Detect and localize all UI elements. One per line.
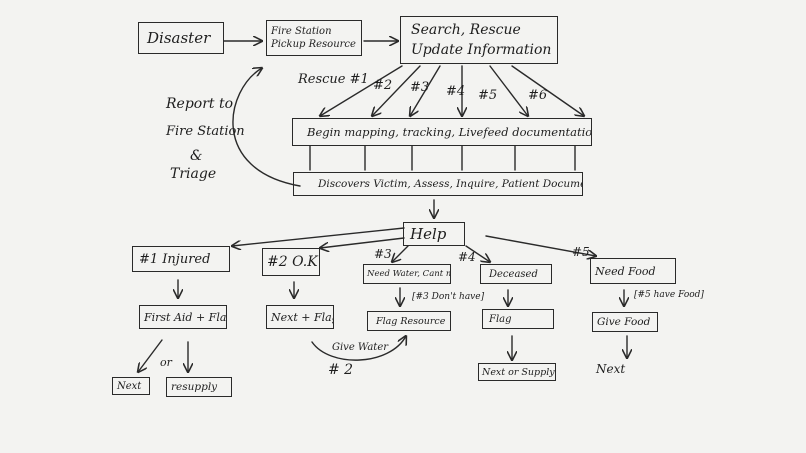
arrow-help-water (392, 245, 409, 262)
search-rescue-box: Search, Rescue Update Information (400, 16, 558, 64)
next-final-label: Next (596, 362, 626, 376)
arrow-rescue-3 (410, 65, 441, 116)
help-box: Help (403, 222, 465, 246)
injured-text: #1 Injured (139, 251, 211, 267)
need-water-text: Need Water, Cant move (367, 269, 450, 279)
mapping-box: Begin mapping, tracking, Livefeed docume… (292, 118, 592, 146)
resupply-box: resupply (166, 377, 232, 397)
rescue-4-label: #4 (446, 84, 466, 99)
fire-station-line2: Pickup Resource (271, 39, 356, 50)
search-line2: Update Information (411, 42, 552, 58)
flag-resource-box: Flag Resource (367, 311, 451, 331)
dont-have-label: [#3 Don't have] (412, 292, 485, 302)
num-2-label: # 2 (328, 362, 354, 378)
rescue-2-label: #2 (373, 78, 393, 93)
ok-text: #2 O.K (267, 254, 318, 270)
rescue-5-label: #5 (478, 88, 498, 103)
or-label: or (160, 356, 172, 369)
next-text: Next (117, 380, 142, 392)
need-water-box: Need Water, Cant move (363, 264, 451, 284)
resupply-text: resupply (171, 381, 218, 393)
report-label-line1: Report to (166, 96, 234, 112)
help-text: Help (410, 225, 447, 243)
arrow-help-ok (320, 237, 405, 248)
ok-box: #2 O.K (262, 248, 320, 276)
arrow-give-water-curve (311, 336, 406, 361)
help-branch-4-label: #4 (458, 250, 476, 264)
need-food-box: Need Food (590, 258, 676, 284)
next-or-supply-box: Next or Supply (478, 363, 556, 381)
need-food-text: Need Food (595, 264, 656, 278)
disaster-box: Disaster (138, 22, 224, 54)
arrow-help-food (485, 235, 596, 256)
next-box: Next (112, 377, 150, 395)
rescue-3-label: #3 (410, 80, 430, 95)
discovers-box: Discovers Victim, Assess, Inquire, Patie… (293, 172, 583, 196)
flag-text: Flag (489, 313, 512, 325)
deceased-text: Deceased (489, 268, 538, 280)
give-water-label: Give Water (332, 342, 389, 353)
give-food-text: Give Food (597, 316, 651, 328)
help-branch-3-label: #3 (374, 247, 392, 261)
next-flag-text: Next + Flag (271, 310, 334, 324)
report-label-line3: & (190, 148, 203, 164)
flag-box: Flag (482, 309, 554, 329)
arrow-rescue-6 (511, 65, 584, 116)
mapping-text: Begin mapping, tracking, Livefeed docume… (307, 125, 592, 139)
arrow-help-deceased (465, 245, 490, 262)
report-label-line2: Fire Station (166, 124, 245, 139)
fire-station-line1: Fire Station (271, 26, 332, 37)
fire-station-box: Fire Station Pickup Resource (266, 20, 362, 56)
discovers-text: Discovers Victim, Assess, Inquire, Patie… (318, 178, 583, 190)
arrow-rescue-5 (489, 65, 528, 116)
next-flag-box: Next + Flag (266, 305, 334, 329)
help-branch-5-label: #5 (572, 245, 590, 259)
have-food-label: [#5 have Food] (634, 290, 704, 300)
next-or-supply-text: Next or Supply (482, 366, 555, 378)
arrow-rescue-1 (320, 65, 403, 116)
deceased-box: Deceased (480, 264, 552, 284)
first-aid-box: First Aid + Flag (139, 305, 227, 329)
first-aid-text: First Aid + Flag (144, 310, 227, 324)
give-food-box: Give Food (592, 312, 658, 332)
arrow-rescue-2 (372, 65, 421, 116)
disaster-text: Disaster (147, 29, 211, 47)
search-line1: Search, Rescue (411, 22, 521, 38)
rescue-1-label: Rescue #1 (298, 72, 369, 87)
injured-box: #1 Injured (132, 246, 230, 272)
arrow-help-injured (232, 227, 405, 246)
rescue-6-label: #6 (528, 88, 548, 103)
flag-resource-text: Flag Resource (376, 315, 446, 327)
arrow-report-curve (232, 68, 301, 187)
report-label-line4: Triage (170, 166, 217, 182)
